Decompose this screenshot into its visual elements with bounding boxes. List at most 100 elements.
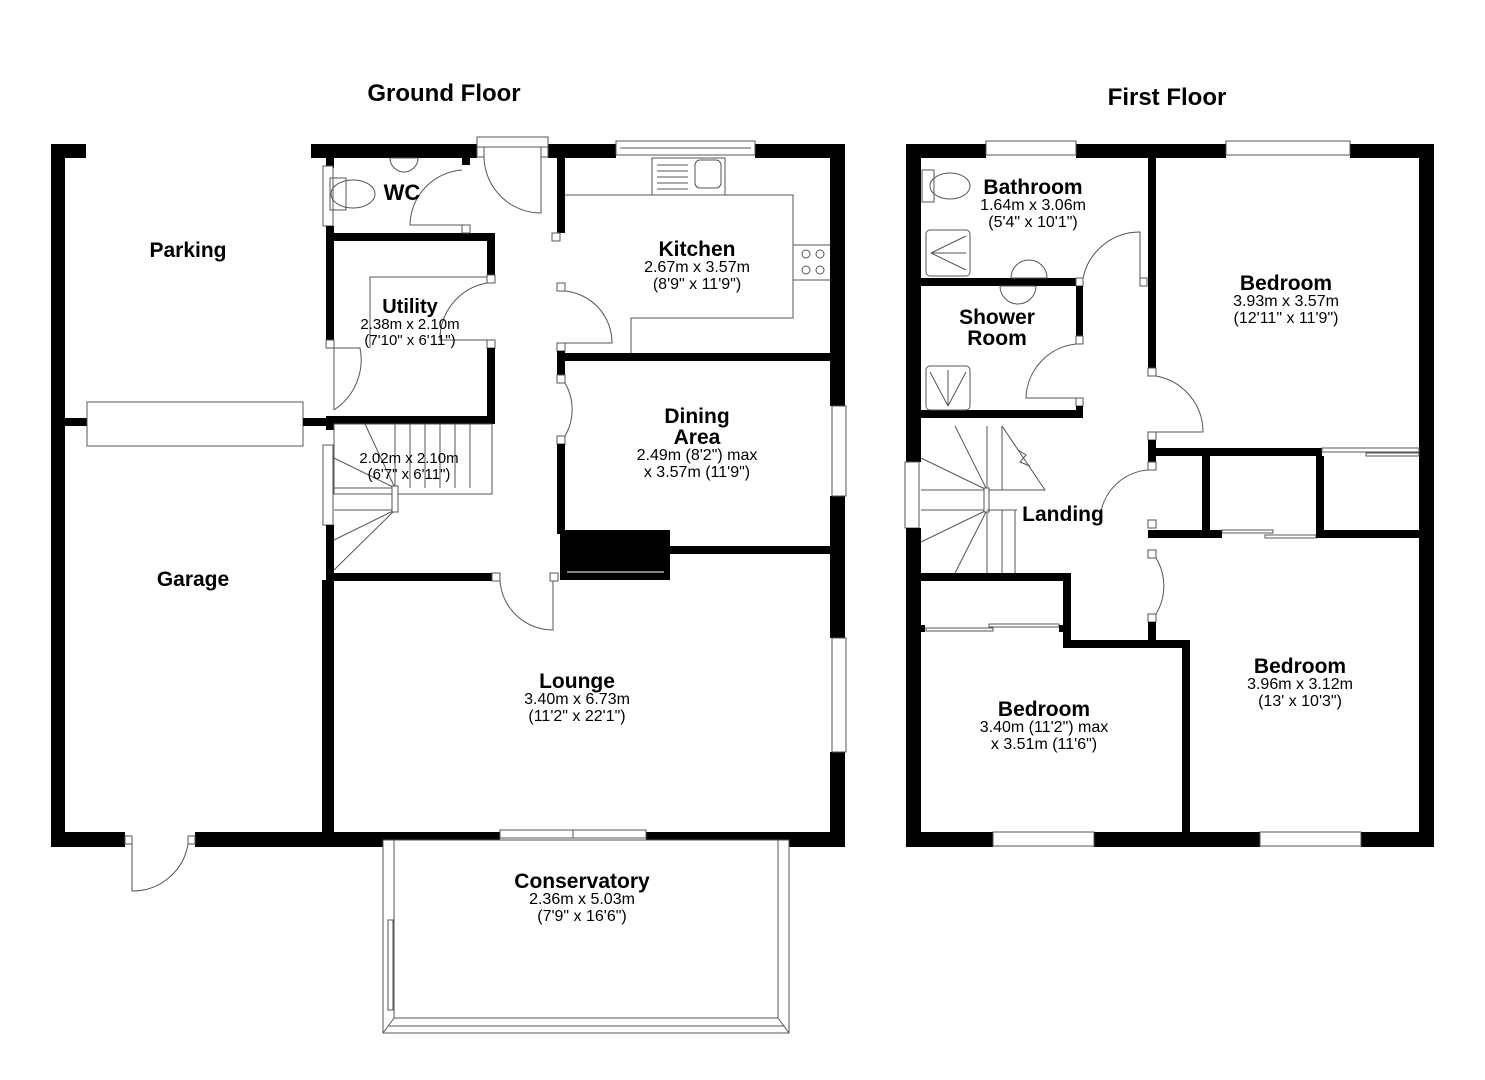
wall bbox=[1148, 530, 1222, 538]
room-name: Bedroom bbox=[997, 698, 1091, 721]
ground-floor-plan bbox=[51, 136, 847, 1034]
wall bbox=[326, 158, 334, 168]
door-jamb bbox=[1147, 519, 1157, 529]
door-jamb bbox=[1147, 431, 1157, 441]
room-dimensions-metric: 3.40m x 6.73m bbox=[524, 691, 630, 708]
door-jamb bbox=[1075, 335, 1084, 345]
basin-icon bbox=[999, 285, 1037, 305]
room-dimensions-metric: 3.93m x 3.57m bbox=[1233, 293, 1339, 310]
toilet-cistern bbox=[329, 177, 347, 211]
wall bbox=[303, 418, 330, 426]
wall bbox=[1316, 530, 1419, 538]
room-hall: 2.02m x 2.10m (6'7" x 6'11") bbox=[359, 451, 458, 483]
first-floor-plan bbox=[904, 140, 1434, 847]
conservatory-frame bbox=[382, 839, 790, 1034]
room-name: Conservatory bbox=[514, 870, 650, 893]
wall bbox=[334, 416, 495, 424]
room-name: Lounge bbox=[539, 670, 615, 693]
wardrobe-door-icon bbox=[925, 627, 994, 632]
room-dimensions-imperial: (5'4" x 10'1") bbox=[988, 213, 1078, 231]
door-jamb bbox=[540, 146, 549, 158]
room-wc: WC bbox=[384, 182, 421, 204]
wall bbox=[334, 233, 495, 241]
room-bedroom-3: Bedroom 3.40m (11'2") max x 3.51m (11'6"… bbox=[980, 699, 1108, 754]
wall bbox=[921, 410, 1083, 418]
kitchen-sink-icon bbox=[651, 157, 726, 196]
door-jamb bbox=[556, 374, 566, 384]
door-jamb bbox=[556, 435, 566, 445]
wall bbox=[51, 832, 125, 847]
window-icon bbox=[904, 461, 920, 529]
wall bbox=[326, 226, 334, 340]
bedroom-door-icon bbox=[1155, 557, 1165, 615]
ground-floor-title: Ground Floor bbox=[367, 80, 521, 107]
wall bbox=[1148, 440, 1156, 465]
garage-door-icon bbox=[86, 401, 304, 447]
wall bbox=[906, 528, 921, 847]
room-kitchen: Kitchen 2.67m x 3.57m (8'9" x 11'9") bbox=[644, 239, 750, 294]
door-jamb bbox=[491, 572, 501, 582]
first-floor-title: First Floor bbox=[1107, 84, 1227, 111]
front-door-frame bbox=[476, 136, 549, 148]
wall bbox=[548, 144, 616, 158]
wall bbox=[1350, 144, 1434, 158]
bedroom-door-icon bbox=[1155, 375, 1204, 433]
room-dimensions-metric: 2.02m x 2.10m bbox=[359, 450, 459, 467]
wall bbox=[755, 144, 845, 158]
door-jamb bbox=[1139, 277, 1148, 287]
window-icon bbox=[322, 444, 334, 526]
door-jamb bbox=[556, 282, 566, 292]
room-dimensions-imperial: (7'10" x 6'11") bbox=[364, 331, 456, 349]
window-icon bbox=[1225, 140, 1351, 156]
room-conservatory: Conservatory 2.36m x 5.03m (7'9" x 16'6"… bbox=[514, 871, 649, 926]
window-icon bbox=[831, 637, 847, 753]
wall bbox=[311, 144, 477, 158]
door-jamb bbox=[1075, 277, 1084, 287]
wall bbox=[1182, 640, 1190, 832]
wall bbox=[334, 573, 492, 581]
drainer-icon bbox=[657, 164, 688, 190]
wall bbox=[1361, 832, 1434, 847]
room-dimensions-imperial: x 3.51m (11'6") bbox=[990, 735, 1098, 753]
door-jamb bbox=[476, 146, 485, 158]
room-dimensions-imperial: (7'9" x 16'6") bbox=[537, 907, 627, 925]
utility-counter bbox=[369, 276, 487, 348]
wall bbox=[487, 348, 495, 424]
room-name: Room bbox=[967, 327, 1027, 350]
wall bbox=[1076, 144, 1226, 158]
room-dimensions-imperial: (6'7" x 6'11") bbox=[367, 465, 451, 483]
staircase-icon bbox=[920, 425, 1046, 574]
room-landing: Landing bbox=[1022, 504, 1104, 525]
room-dimensions-imperial: (13' x 10'3") bbox=[1258, 692, 1342, 710]
room-dimensions-imperial: (8'9" x 11'9") bbox=[652, 275, 742, 293]
dining-door-icon bbox=[564, 382, 573, 437]
room-name: Bedroom bbox=[1253, 655, 1347, 678]
door-jamb bbox=[325, 339, 335, 349]
room-dimensions-metric: 3.40m (11'2") max bbox=[979, 719, 1109, 736]
wall bbox=[830, 496, 845, 638]
room-dimensions-metric: 1.64m x 3.06m bbox=[980, 197, 1086, 214]
room-dimensions-metric: 3.96m x 3.12m bbox=[1247, 676, 1353, 693]
wall bbox=[1156, 448, 1322, 456]
wall bbox=[322, 580, 332, 832]
bathroom-door-icon bbox=[1082, 231, 1141, 279]
wall bbox=[1094, 832, 1260, 847]
room-name: Garage bbox=[156, 568, 230, 591]
wall bbox=[906, 832, 993, 847]
basin-icon bbox=[1010, 259, 1048, 279]
window-icon bbox=[992, 831, 1095, 847]
utility-side-door-icon bbox=[333, 347, 362, 411]
door-jamb bbox=[1075, 397, 1084, 407]
wall bbox=[1065, 640, 1189, 648]
door-jamb bbox=[556, 342, 566, 352]
wardrobe-door-icon bbox=[1221, 529, 1274, 534]
window-icon bbox=[1259, 831, 1362, 847]
window-icon bbox=[831, 405, 847, 497]
room-dimensions-metric: 2.36m x 5.03m bbox=[529, 891, 635, 908]
room-name: Dining bbox=[664, 405, 730, 428]
cupboard-door-icon bbox=[1099, 469, 1149, 521]
room-name: Bedroom bbox=[1239, 272, 1333, 295]
wall bbox=[557, 444, 565, 534]
wardrobe-door-icon bbox=[1321, 447, 1420, 453]
toilet-icon bbox=[330, 179, 376, 209]
